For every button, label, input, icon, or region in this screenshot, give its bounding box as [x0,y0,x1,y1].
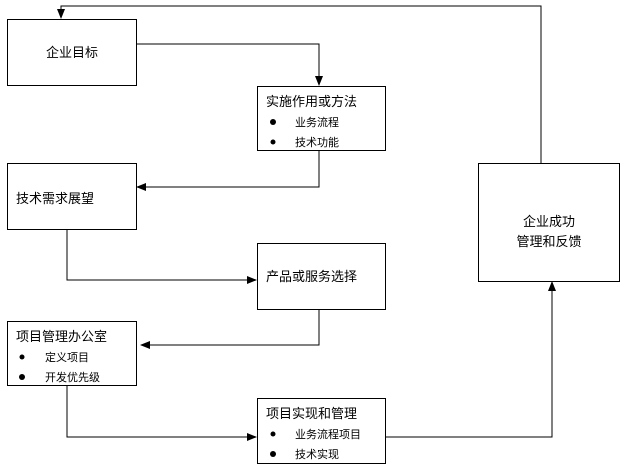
node-pmo-bullet: 定义项目 [45,350,89,364]
node-method-bullet: 业务流程 [295,115,339,129]
node-implementation-bullet: 技术实现 [295,447,339,461]
node-goal-title: 企业目标 [46,45,98,61]
node-success-line2: 管理和反馈 [516,235,581,250]
arrow-tech-outlook-to-product [66,229,257,284]
node-product-title: 产品或服务选择 [266,269,357,285]
node-method-title: 实施作用或方法 [266,94,357,110]
arrow-implementation-to-success [385,281,556,438]
node-implementation: 项目实现和管理 业务流程项目 技术实现 [257,398,386,464]
node-implementation-title: 项目实现和管理 [266,407,357,422]
bullet-icon [270,139,276,145]
bullet-icon [270,119,276,125]
node-pmo-title: 项目管理办公室 [16,329,107,345]
node-success: 企业成功 管理和反馈 [478,163,620,282]
node-pmo: 项目管理办公室 定义项目 开发优先级 [7,321,137,386]
node-product: 产品或服务选择 [257,243,386,310]
bullet-icon [270,431,276,437]
node-goal: 企业目标 [7,19,137,86]
arrow-pmo-to-implementation [66,385,257,441]
bullet-icon [19,374,25,380]
arrow-success-to-goal [57,5,542,163]
bullet-icon [19,354,25,360]
bullet-icon [270,451,276,457]
node-method: 实施作用或方法 业务流程 技术功能 [257,86,386,151]
node-success-line1: 企业成功 [523,214,575,230]
node-tech-outlook: 技术需求展望 [7,163,137,230]
node-pmo-bullet: 开发优先级 [45,370,100,384]
arrow-product-to-pmo [140,309,320,349]
arrow-goal-to-method [136,43,323,86]
arrow-method-to-tech-outlook [136,150,320,191]
node-tech-outlook-title: 技术需求展望 [16,191,94,207]
node-method-bullet: 技术功能 [295,135,339,149]
node-implementation-bullet: 业务流程项目 [295,427,361,441]
